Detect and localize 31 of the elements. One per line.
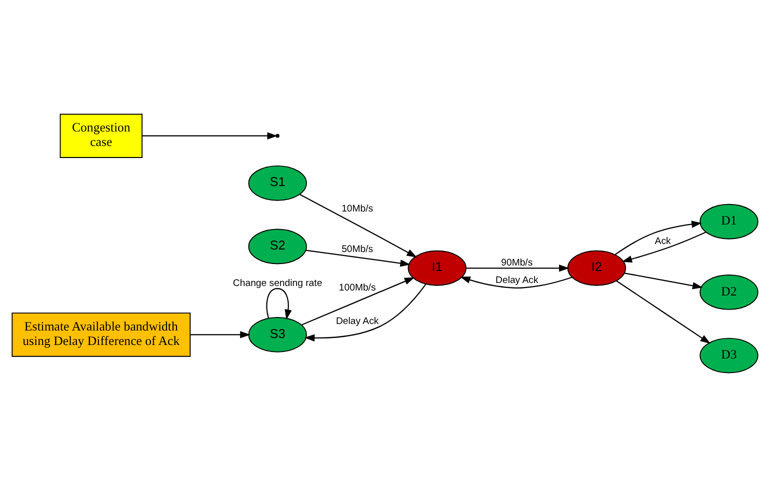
node-ellipse: I1 bbox=[408, 250, 466, 286]
arrow bbox=[266, 288, 292, 320]
node-ellipse: S3 bbox=[248, 316, 307, 352]
arrow bbox=[304, 283, 426, 341]
arrow bbox=[190, 330, 250, 338]
node-box: Estimate Available bandwidth using Delay Difference of Ack bbox=[12, 312, 191, 356]
arrow bbox=[301, 276, 415, 325]
node-ellipse: S2 bbox=[248, 228, 307, 264]
edge-label: Delay Ack bbox=[336, 315, 379, 326]
arrow bbox=[616, 280, 711, 344]
arrow bbox=[624, 272, 703, 289]
edge-label: Ack bbox=[654, 235, 671, 246]
arrow bbox=[466, 264, 570, 272]
node-ellipse: I2 bbox=[567, 250, 626, 286]
edge-label: Delay Ack bbox=[496, 274, 538, 286]
arrow bbox=[142, 132, 278, 139]
arrow bbox=[299, 193, 418, 257]
arrow bbox=[460, 276, 572, 288]
edge-label: 100Mb/s bbox=[338, 282, 376, 293]
arrow bbox=[614, 220, 702, 255]
arrow bbox=[622, 231, 706, 262]
node-ellipse: S1 bbox=[248, 164, 307, 200]
edge-label: Change sending rate bbox=[232, 277, 322, 288]
edge-label: 10Mb/s bbox=[342, 203, 374, 214]
node-ellipse: D1 bbox=[700, 203, 758, 239]
edge-label: 50Mb/s bbox=[342, 243, 374, 254]
edge-label: 90Mb/s bbox=[501, 256, 533, 268]
node-ellipse: D3 bbox=[700, 337, 758, 373]
arrow bbox=[306, 249, 411, 266]
node-ellipse: D2 bbox=[700, 274, 758, 310]
node-box: Congestion case bbox=[60, 113, 143, 158]
